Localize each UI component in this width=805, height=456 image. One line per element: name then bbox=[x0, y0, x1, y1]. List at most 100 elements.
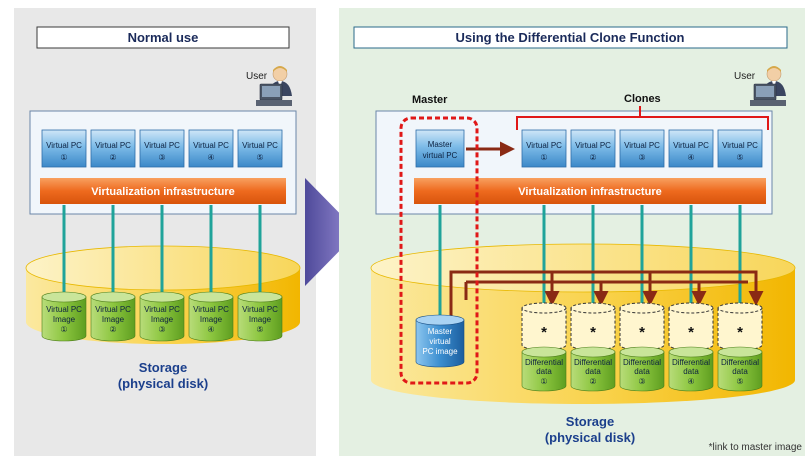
clones-label: Clones bbox=[624, 93, 661, 105]
svg-text:Image: Image bbox=[249, 315, 272, 324]
differential-data-5: * Differential data ⑤ bbox=[717, 302, 763, 392]
svg-text:②: ② bbox=[589, 377, 596, 386]
right-title: Using the Differential Clone Function bbox=[456, 30, 685, 45]
svg-text:*: * bbox=[639, 324, 645, 341]
master-dashed-outline bbox=[399, 116, 479, 385]
svg-text:*: * bbox=[688, 324, 694, 341]
svg-text:①: ① bbox=[60, 153, 67, 162]
svg-text:Differential: Differential bbox=[623, 358, 661, 367]
svg-text:Virtual PC: Virtual PC bbox=[193, 141, 229, 150]
svg-text:③: ③ bbox=[638, 377, 645, 386]
svg-text:data: data bbox=[732, 367, 748, 376]
svg-text:data: data bbox=[585, 367, 601, 376]
svg-text:⑤: ⑤ bbox=[736, 377, 743, 386]
svg-text:data: data bbox=[536, 367, 552, 376]
footnote: *link to master image bbox=[709, 442, 803, 453]
svg-text:④: ④ bbox=[207, 153, 214, 162]
svg-text:Virtual PC: Virtual PC bbox=[46, 141, 82, 150]
svg-text:Master: Master bbox=[428, 327, 453, 336]
svg-text:data: data bbox=[683, 367, 699, 376]
clones-bracket bbox=[516, 106, 769, 130]
left-storage-label-1: Storage bbox=[139, 360, 187, 375]
svg-text:Differential: Differential bbox=[525, 358, 563, 367]
differential-data-1: * Differential data ① bbox=[521, 302, 567, 392]
svg-text:Image: Image bbox=[102, 315, 125, 324]
svg-text:Master: Master bbox=[428, 140, 453, 149]
svg-text:①: ① bbox=[540, 153, 547, 162]
svg-text:Virtual PC: Virtual PC bbox=[144, 305, 180, 314]
master-label: Master bbox=[412, 94, 448, 106]
svg-text:③: ③ bbox=[158, 325, 165, 334]
svg-text:①: ① bbox=[60, 325, 67, 334]
svg-text:Differential: Differential bbox=[574, 358, 612, 367]
svg-text:Differential: Differential bbox=[721, 358, 759, 367]
right-infrastructure-bar bbox=[414, 178, 766, 204]
left-virtual-pc-2: Virtual PC ② bbox=[90, 129, 136, 168]
svg-text:Virtual PC: Virtual PC bbox=[624, 141, 660, 150]
left-virtual-pc-3: Virtual PC ③ bbox=[139, 129, 185, 168]
clone-virtual-pc-3: Virtual PC ③ bbox=[619, 129, 665, 168]
clone-virtual-pc-4: Virtual PC ④ bbox=[668, 129, 714, 168]
clone-virtual-pc-1: Virtual PC ① bbox=[521, 129, 567, 168]
svg-text:⑤: ⑤ bbox=[736, 153, 743, 162]
svg-text:⑤: ⑤ bbox=[256, 153, 263, 162]
left-user-label: User bbox=[246, 71, 268, 82]
left-image-4: Virtual PC Image ④ bbox=[188, 291, 234, 342]
svg-text:④: ④ bbox=[687, 153, 694, 162]
svg-text:Virtual PC: Virtual PC bbox=[95, 141, 131, 150]
link-tree-arrows bbox=[449, 270, 764, 318]
svg-text:Virtual PC: Virtual PC bbox=[722, 141, 758, 150]
svg-text:④: ④ bbox=[687, 377, 694, 386]
right-user-label: User bbox=[734, 71, 756, 82]
left-image-1: Virtual PC Image ① bbox=[41, 291, 87, 342]
svg-text:Virtual PC: Virtual PC bbox=[242, 141, 278, 150]
svg-text:*: * bbox=[541, 324, 547, 341]
svg-text:data: data bbox=[634, 367, 650, 376]
svg-text:Differential: Differential bbox=[672, 358, 710, 367]
differential-data-2: * Differential data ② bbox=[570, 302, 616, 392]
right-title-box bbox=[353, 26, 788, 49]
master-virtual-pc: Master virtual PC bbox=[415, 129, 465, 168]
right-storage-label-1: Storage bbox=[566, 414, 614, 429]
svg-text:*: * bbox=[590, 324, 596, 341]
left-connectors bbox=[62, 205, 262, 300]
svg-text:Virtual PC: Virtual PC bbox=[144, 141, 180, 150]
svg-text:③: ③ bbox=[158, 153, 165, 162]
clone-virtual-pc-2: Virtual PC ② bbox=[570, 129, 616, 168]
svg-text:Virtual PC: Virtual PC bbox=[46, 305, 82, 314]
left-infrastructure-label: Virtualization infrastructure bbox=[91, 186, 234, 198]
master-image-cylinder: Master virtual PC image bbox=[415, 314, 465, 368]
svg-text:Virtual PC: Virtual PC bbox=[95, 305, 131, 314]
svg-text:Image: Image bbox=[200, 315, 223, 324]
left-infrastructure-bar bbox=[40, 178, 286, 204]
svg-text:②: ② bbox=[109, 153, 116, 162]
svg-text:②: ② bbox=[589, 153, 596, 162]
left-image-2: Virtual PC Image ② bbox=[90, 291, 136, 342]
svg-text:③: ③ bbox=[638, 153, 645, 162]
clone-virtual-pc-5: Virtual PC ⑤ bbox=[717, 129, 763, 168]
left-virtual-pc-1: Virtual PC ① bbox=[41, 129, 87, 168]
left-title-box bbox=[36, 26, 290, 49]
transition-chevron-icon bbox=[305, 178, 358, 286]
svg-text:PC image: PC image bbox=[422, 347, 458, 356]
right-storage-label-2: (physical disk) bbox=[545, 430, 635, 445]
svg-text:Virtual PC: Virtual PC bbox=[575, 141, 611, 150]
right-infrastructure-label: Virtualization infrastructure bbox=[518, 186, 661, 198]
svg-text:Virtual PC: Virtual PC bbox=[673, 141, 709, 150]
svg-text:virtual PC: virtual PC bbox=[423, 151, 458, 160]
svg-text:Virtual PC: Virtual PC bbox=[526, 141, 562, 150]
svg-text:virtual: virtual bbox=[429, 337, 451, 346]
left-title: Normal use bbox=[128, 30, 199, 45]
left-image-5: Virtual PC Image ⑤ bbox=[237, 291, 283, 342]
svg-text:②: ② bbox=[109, 325, 116, 334]
svg-text:④: ④ bbox=[207, 325, 214, 334]
differential-data-4: * Differential data ④ bbox=[668, 302, 714, 392]
left-virtual-pc-4: Virtual PC ④ bbox=[188, 129, 234, 168]
svg-text:⑤: ⑤ bbox=[256, 325, 263, 334]
svg-text:Image: Image bbox=[151, 315, 174, 324]
left-storage-label-2: (physical disk) bbox=[118, 376, 208, 391]
svg-text:Virtual PC: Virtual PC bbox=[193, 305, 229, 314]
differential-data-3: * Differential data ③ bbox=[619, 302, 665, 392]
